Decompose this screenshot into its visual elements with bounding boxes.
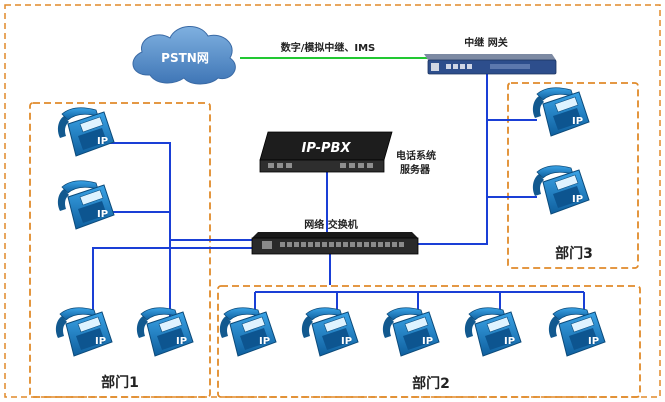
ip-phone-dept2-4: IP <box>464 307 522 357</box>
connection-lines <box>92 74 585 330</box>
ip-phone-label: IP <box>504 336 515 347</box>
department-1-label: 部门1 <box>101 374 139 391</box>
ip-phone-dept1-1: IP <box>57 107 115 157</box>
network-switch: 网络 交换机 <box>251 218 419 255</box>
ip-phone-label: IP <box>422 336 433 347</box>
switch-label: 网络 交换机 <box>304 218 357 231</box>
pbx-caption-line1: 电话系统 <box>396 149 436 162</box>
ip-phone-label: IP <box>97 136 108 147</box>
department-3-label: 部门3 <box>555 245 593 262</box>
ip-phone-dept1-4: IP <box>136 307 194 357</box>
pstn-label: PSTN网 <box>161 51 209 65</box>
department-3-region <box>507 82 639 269</box>
ip-phone-dept1-2: IP <box>57 180 115 230</box>
ip-phone-dept2-2: IP <box>301 307 359 357</box>
department-1-region <box>29 102 211 398</box>
dept1-trunk-link <box>105 142 171 330</box>
ip-phone-dept1-3: IP <box>55 307 113 357</box>
ip-phone-label: IP <box>341 336 352 347</box>
ip-phone-label: IP <box>176 336 187 347</box>
ip-phone-label: IP <box>97 209 108 220</box>
ip-pbx-server: IP-PBX 电话系统 服务器 <box>259 131 436 176</box>
pbx-caption-line2: 服务器 <box>400 163 431 176</box>
pbx-device-label: IP-PBX <box>302 141 352 156</box>
ip-phone-label: IP <box>572 194 583 205</box>
ip-phone-label: IP <box>259 336 270 347</box>
ip-phone-dept3-2: IP <box>532 165 590 215</box>
department-2-region <box>217 285 641 398</box>
ip-phone-dept2-1: IP <box>219 307 277 357</box>
trunk-gateway-device: 中继 网关 <box>424 36 557 75</box>
ip-phone-label: IP <box>572 116 583 127</box>
department-2-label: 部门2 <box>412 375 450 392</box>
trunk-label: 数字/模拟中继、IMS <box>281 41 376 54</box>
outer-border <box>4 4 661 398</box>
gateway-switch-link <box>416 74 488 245</box>
ip-phone-label: IP <box>95 336 106 347</box>
pstn-cloud: PSTN网 <box>132 26 236 85</box>
ip-phone-label: IP <box>588 336 599 347</box>
gateway-label: 中继 网关 <box>464 36 507 49</box>
ip-phone-dept2-5: IP <box>548 307 606 357</box>
dept1-phone-3-link <box>92 247 252 330</box>
ip-phone-dept2-3: IP <box>382 307 440 357</box>
ip-phone-dept3-1: IP <box>532 87 590 137</box>
